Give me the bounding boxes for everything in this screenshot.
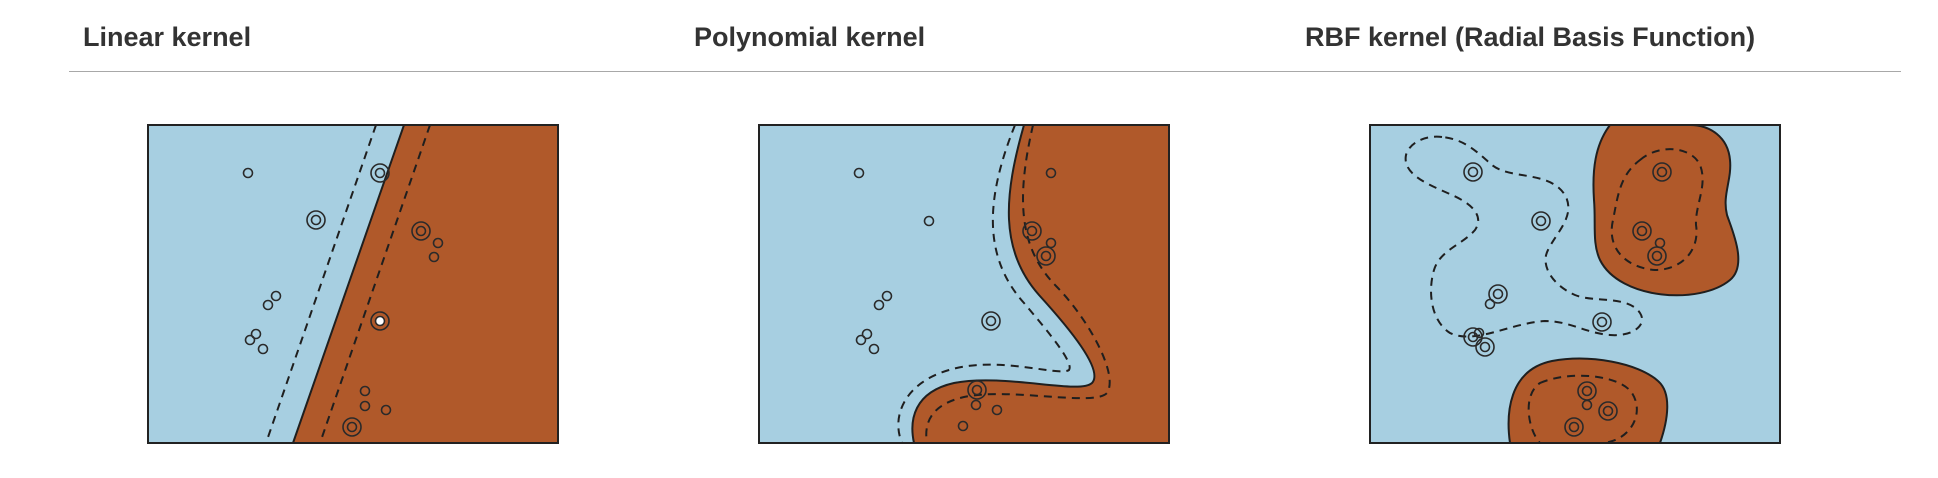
margin-contour-bottom bbox=[1527, 374, 1638, 444]
data-points bbox=[242, 167, 444, 416]
class-b-region bbox=[912, 125, 1169, 443]
margin-line-left bbox=[897, 124, 1071, 444]
decision-boundary-top bbox=[1592, 124, 1740, 297]
support-vectors bbox=[306, 163, 431, 437]
support-vectors bbox=[967, 221, 1056, 400]
class-b-region-top bbox=[1593, 125, 1739, 296]
data-points bbox=[1473, 237, 1666, 411]
margin-line-right bbox=[319, 124, 431, 444]
margin-line-right bbox=[925, 124, 1111, 444]
decision-boundary bbox=[911, 124, 1096, 444]
panel-frame bbox=[758, 124, 1170, 444]
rbf-kernel-title: RBF kernel (Radial Basis Function) bbox=[1305, 22, 1756, 52]
linear-kernel-diagram bbox=[147, 124, 559, 444]
header-divider bbox=[69, 71, 1901, 72]
margin-contour-top bbox=[1610, 148, 1704, 272]
margin-contour-class-a bbox=[1404, 135, 1643, 338]
polynomial-kernel-diagram bbox=[758, 124, 1170, 444]
polynomial-kernel-title: Polynomial kernel bbox=[694, 22, 926, 52]
panel-frame bbox=[147, 124, 559, 444]
data-points bbox=[853, 167, 1057, 432]
rbf-kernel-diagram bbox=[1369, 124, 1781, 444]
margin-line-left bbox=[265, 124, 377, 444]
class-b-region bbox=[293, 125, 558, 443]
decision-boundary-bottom bbox=[1507, 357, 1669, 444]
panel-frame bbox=[1369, 124, 1781, 444]
decision-boundary bbox=[292, 124, 405, 444]
linear-kernel-title: Linear kernel bbox=[83, 22, 252, 52]
